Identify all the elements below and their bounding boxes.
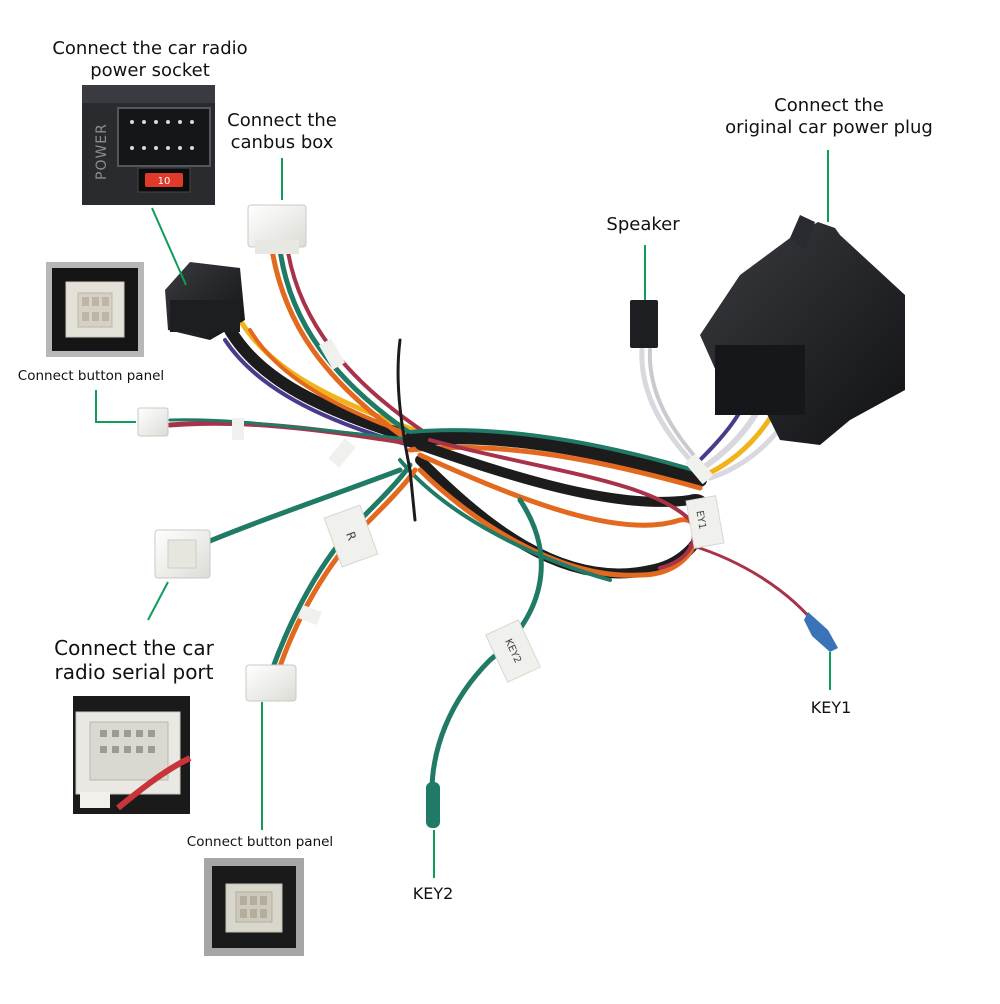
label-button-panel-2: Connect button panel	[186, 834, 334, 850]
leader-lines	[95, 150, 831, 878]
label-canbus-box: Connect the canbus box	[212, 110, 352, 153]
label-key1: KEY1	[810, 698, 852, 717]
fuse-label: 10	[158, 176, 171, 187]
tag-key1-text: EY1	[693, 510, 707, 530]
label-radio-power-socket: Connect the car radio power socket	[40, 38, 260, 81]
leader-button-panel-1	[95, 390, 136, 423]
power-side-label: POWER	[94, 123, 110, 180]
label-key2: KEY2	[412, 884, 454, 903]
leader-radio-power	[151, 207, 187, 286]
serial-port-connector	[154, 529, 211, 579]
button-panel-2-connector	[245, 664, 297, 702]
tag-key1: EY1	[685, 495, 725, 549]
button-panel-1-connector	[137, 407, 169, 437]
speaker-connector	[630, 300, 658, 348]
canbus-connector	[247, 204, 307, 254]
leader-serial-port	[147, 581, 169, 621]
label-serial-port: Connect the car radio serial port	[38, 636, 230, 684]
tag-r: R	[323, 504, 379, 568]
label-speaker: Speaker	[606, 214, 680, 235]
label-button-panel-1: Connect button panel	[17, 368, 165, 384]
tag-key2: KEY2	[485, 619, 541, 683]
label-canbus-line: Connect the canbus box	[227, 110, 337, 153]
inset-radio-power-socket: 10 POWER	[82, 85, 215, 205]
radio-power-connector	[165, 262, 245, 340]
inset-button-panel-1	[46, 262, 144, 357]
original-power-plug	[700, 215, 905, 445]
label-radio-power-line: Connect the car radio power socket	[52, 38, 248, 81]
label-original-power-plug: Connect the original car power plug	[718, 95, 940, 138]
inset-serial-port	[73, 696, 192, 814]
key2-terminal	[426, 782, 440, 828]
key1-terminal	[804, 612, 838, 652]
label-original-power-line: Connect the original car power plug	[725, 95, 933, 138]
inset-button-panel-2	[204, 858, 304, 956]
label-serial-port-line: Connect the car radio serial port	[54, 636, 214, 684]
